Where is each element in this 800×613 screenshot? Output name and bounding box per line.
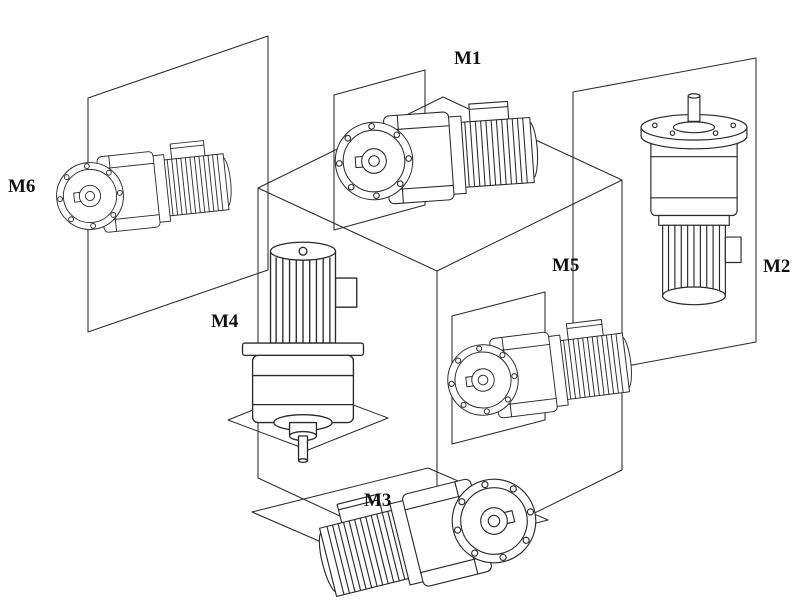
gearmotor-m4-drawing	[241, 241, 365, 464]
mounting-plane-m5	[451, 291, 546, 445]
gearmotor-m5-drawing	[442, 316, 637, 425]
mounting-plane-m1	[333, 69, 426, 231]
mounting-plane-m2	[572, 57, 757, 377]
label-m2: M2	[763, 256, 790, 277]
label-m4: M4	[211, 311, 239, 332]
gearmotor-m1-drawing	[331, 99, 541, 209]
label-m5: M5	[552, 255, 579, 276]
mounting-plane-m6	[87, 35, 269, 333]
mounting-planes	[87, 35, 757, 565]
position-labels: M1 M2 M3 M4 M5 M6	[8, 48, 790, 511]
label-m6: M6	[8, 176, 35, 197]
label-m3: M3	[364, 490, 391, 511]
gearmotor-m6-drawing	[51, 137, 236, 238]
label-m1: M1	[454, 48, 481, 69]
gearmotor-m3-drawing	[308, 457, 547, 611]
gearmotor-m2-drawing	[640, 93, 748, 306]
gearmotors	[51, 93, 748, 611]
